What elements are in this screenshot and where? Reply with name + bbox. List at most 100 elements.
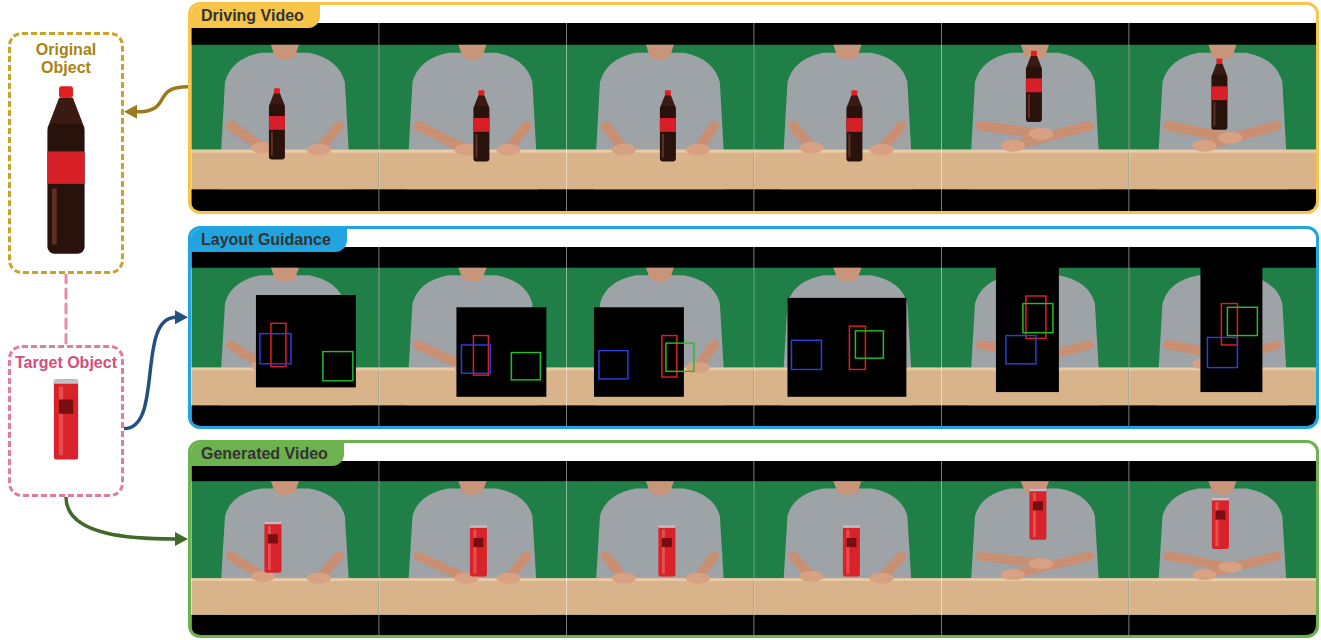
table bbox=[566, 150, 754, 190]
video-frame bbox=[1128, 23, 1316, 211]
person-neck bbox=[646, 45, 674, 60]
frame-divider bbox=[191, 461, 192, 635]
frame-letterbox bbox=[754, 247, 942, 426]
hand bbox=[496, 144, 520, 156]
layout-box-blue bbox=[1207, 337, 1237, 367]
hand bbox=[686, 573, 710, 584]
hand bbox=[1001, 569, 1025, 580]
frame-letterbox bbox=[379, 247, 567, 426]
layout-box-red bbox=[849, 326, 865, 369]
hand bbox=[869, 144, 893, 156]
layout-box-red bbox=[473, 336, 488, 376]
person-neck bbox=[833, 268, 861, 282]
driving-video-panel: Driving Video bbox=[188, 2, 1319, 214]
frame-divider bbox=[1128, 247, 1130, 426]
bottle-label bbox=[269, 116, 285, 130]
video-frames bbox=[191, 461, 1316, 635]
frame-letterbox bbox=[1128, 247, 1316, 426]
bottle-highlight bbox=[52, 188, 57, 244]
can-picture bbox=[51, 378, 81, 461]
video-frame bbox=[379, 247, 567, 426]
layout-box-green bbox=[511, 353, 540, 380]
layout-box-blue bbox=[599, 351, 628, 379]
can-logo bbox=[1033, 501, 1043, 510]
person-torso bbox=[781, 275, 913, 405]
can-logo bbox=[268, 534, 278, 543]
hand bbox=[1029, 558, 1053, 569]
frame-divider bbox=[565, 247, 567, 426]
table bbox=[191, 578, 379, 615]
layout-mask bbox=[256, 295, 356, 387]
frame-divider bbox=[565, 461, 567, 635]
object-label: Original Object bbox=[15, 41, 117, 78]
can-logo bbox=[846, 538, 856, 547]
frame-letterbox bbox=[941, 461, 1129, 635]
green-screen bbox=[566, 268, 754, 406]
bottle-highlight bbox=[475, 134, 477, 158]
can-highlight bbox=[1033, 493, 1036, 537]
frame-letterbox bbox=[566, 247, 754, 426]
generated-video-panel: Generated Video bbox=[188, 440, 1319, 638]
bottle-highlight bbox=[662, 134, 664, 158]
table-edge bbox=[754, 578, 942, 581]
video-frame bbox=[566, 461, 754, 635]
bottle-highlight bbox=[848, 134, 850, 158]
person-neck bbox=[646, 481, 674, 495]
frame-letterbox bbox=[379, 461, 567, 635]
layout-box-blue bbox=[461, 345, 490, 373]
hand bbox=[869, 573, 893, 584]
green-screen bbox=[379, 481, 566, 615]
person-neck bbox=[271, 481, 299, 495]
bottle-label bbox=[846, 118, 862, 132]
connector-line bbox=[136, 87, 188, 112]
can-top bbox=[264, 521, 281, 524]
green-screen bbox=[1128, 45, 1316, 189]
can-highlight bbox=[662, 530, 665, 574]
panel-tab-label: Layout Guidance bbox=[191, 229, 347, 252]
layout-mask bbox=[996, 249, 1059, 392]
can-highlight bbox=[59, 387, 63, 456]
table bbox=[379, 578, 566, 615]
bottle-cap bbox=[1031, 51, 1037, 56]
bottle-highlight bbox=[1213, 102, 1215, 126]
table bbox=[754, 578, 942, 615]
video-frame bbox=[566, 247, 754, 426]
frame-divider bbox=[191, 23, 192, 211]
bottle-cap bbox=[274, 88, 280, 93]
video-frame bbox=[941, 247, 1129, 426]
person-neck bbox=[271, 268, 299, 282]
person-neck bbox=[1208, 45, 1236, 60]
layout-box-green bbox=[323, 352, 353, 381]
table bbox=[379, 150, 566, 190]
bottle-body bbox=[846, 106, 862, 161]
hand bbox=[799, 571, 823, 582]
bottle-cap bbox=[1216, 59, 1222, 64]
person-neck bbox=[458, 481, 486, 495]
can-highlight bbox=[473, 530, 476, 574]
green-screen bbox=[754, 45, 942, 189]
bottle-cap bbox=[665, 90, 671, 95]
hand bbox=[799, 142, 823, 154]
bottle-highlight bbox=[1028, 94, 1030, 118]
panel-tab-label: Driving Video bbox=[191, 5, 320, 28]
can-top bbox=[1029, 488, 1046, 491]
table-edge bbox=[1128, 150, 1316, 153]
connector bbox=[66, 274, 67, 345]
frame-divider bbox=[565, 23, 567, 211]
connector bbox=[66, 497, 188, 546]
frame-letterbox bbox=[1128, 461, 1316, 635]
bottle-body bbox=[660, 106, 676, 161]
can-highlight bbox=[846, 530, 849, 574]
frame-letterbox bbox=[941, 23, 1129, 211]
green-screen bbox=[941, 45, 1129, 189]
can-highlight bbox=[268, 526, 271, 570]
table-edge bbox=[941, 150, 1129, 153]
hand bbox=[612, 573, 636, 584]
frame-letterbox bbox=[191, 247, 379, 426]
hand bbox=[1218, 562, 1242, 573]
object-label: Target Object bbox=[15, 354, 117, 372]
layout-box-green bbox=[1023, 304, 1053, 333]
green-screen bbox=[566, 481, 754, 615]
table bbox=[941, 150, 1129, 190]
